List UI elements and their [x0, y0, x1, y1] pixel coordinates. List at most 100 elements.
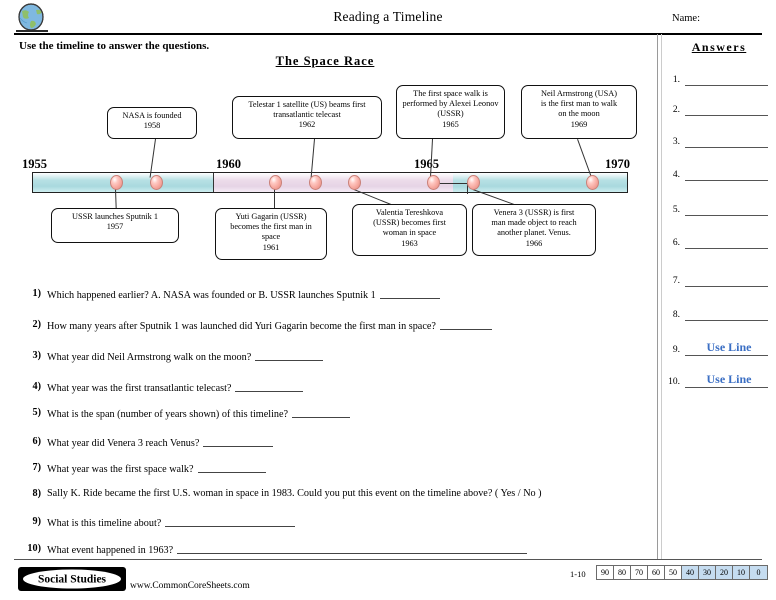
answer-line[interactable]	[685, 215, 768, 216]
timeline-marker-1962	[309, 175, 322, 190]
timeline-marker-1965	[427, 175, 440, 190]
timeline-marker-1966	[467, 175, 480, 190]
question-text-wrap: How many years after Sputnik 1 was launc…	[47, 319, 492, 332]
question-text: What year was the first space walk?	[47, 464, 194, 475]
answer-blank[interactable]	[177, 543, 528, 554]
leader-elbow-1965	[434, 183, 468, 184]
callout-line: (USSR) becomes first	[373, 218, 446, 228]
answer-blank[interactable]	[292, 407, 351, 418]
question-number: 9)	[32, 516, 42, 527]
answer-value: Use Line	[706, 340, 752, 354]
callout-line: another planet. Venus.	[497, 228, 571, 238]
globe-icon	[14, 3, 50, 33]
callout-line: 1957	[106, 222, 124, 232]
scale-cell: 20	[716, 566, 733, 579]
callout-line: USSR launches Sputnik 1	[72, 212, 158, 221]
answer-line[interactable]	[685, 320, 768, 321]
timeline-marker-1961	[269, 175, 282, 190]
question-number: 1)	[32, 288, 42, 299]
question-text-wrap: Which happened earlier? A. NASA was foun…	[47, 288, 440, 301]
name-label: Name:	[672, 13, 700, 24]
answer-row-2: 2.	[664, 101, 776, 119]
page-title: Reading a Timeline	[333, 9, 443, 24]
answer-blank[interactable]	[197, 462, 266, 473]
callout-line: Neil Armstrong (USA)	[540, 89, 618, 98]
callout-line: 1962	[298, 120, 316, 130]
question-number: 8)	[32, 488, 42, 499]
callout-line: 1966	[525, 238, 543, 248]
answer-blank[interactable]	[203, 436, 274, 447]
scale-label: 1-10	[570, 569, 586, 579]
answer-row-10: 10. Use Line	[664, 372, 776, 391]
scale-cell: 0	[750, 566, 767, 579]
answer-line[interactable]	[685, 85, 768, 86]
callout-line: woman in space	[382, 228, 437, 238]
timeline-marker-1963	[348, 175, 361, 190]
answer-blank[interactable]	[439, 319, 492, 330]
question-text-wrap: What year was the first space walk?	[47, 462, 266, 475]
scale-cell: 60	[648, 566, 665, 579]
answer-line[interactable]	[685, 248, 768, 249]
answer-row-9: 9. Use Line	[664, 340, 776, 359]
callout-line: 1961	[262, 242, 280, 252]
footer-divider	[14, 559, 762, 560]
answer-number: 10.	[668, 377, 680, 387]
site-url: www.CommonCoreSheets.com	[130, 581, 250, 591]
scale-cell: 40	[682, 566, 699, 579]
question-text: What year did Venera 3 reach Venus?	[47, 438, 200, 449]
question-text: What is the span (number of years shown)…	[47, 409, 289, 420]
question-text-wrap: What year did Neil Armstrong walk on the…	[47, 350, 324, 363]
answer-blank[interactable]	[379, 288, 440, 299]
answer-number: 4.	[672, 170, 680, 180]
answer-number: 6.	[672, 238, 680, 248]
question-text: What year did Neil Armstrong walk on the…	[47, 352, 252, 363]
answer-blank[interactable]	[165, 516, 296, 527]
scale-cell: 70	[631, 566, 648, 579]
question-text: Sally K. Ride became the first U.S. woma…	[47, 488, 542, 499]
callout-line: is the first man to walk	[540, 99, 618, 109]
timeline-year-1955: 1955	[22, 157, 47, 171]
answer-line[interactable]	[685, 286, 768, 287]
callout-line: NASA is founded	[122, 111, 182, 120]
question-text: What event happened in 1963?	[47, 545, 174, 556]
callout-line: (USSR)	[437, 109, 464, 119]
answer-number: 1.	[672, 75, 680, 85]
answer-line[interactable]	[685, 355, 768, 356]
answer-row-4: 4.	[664, 166, 776, 184]
answer-line[interactable]	[685, 147, 768, 148]
answer-line[interactable]	[685, 180, 768, 181]
answer-row-1: 1.	[664, 71, 776, 89]
scale-cell: 50	[665, 566, 682, 579]
callout-line: space	[261, 232, 281, 242]
timeline-title: The Space Race	[275, 54, 375, 68]
question-number: 7)	[32, 462, 42, 473]
answer-value: Use Line	[706, 372, 752, 386]
answer-line[interactable]	[685, 387, 768, 388]
callout-venera: Venera 3 (USSR) is first man made object…	[472, 204, 596, 256]
question-text: What is this timeline about?	[47, 518, 162, 529]
answer-blank[interactable]	[235, 381, 304, 392]
answer-number: 2.	[672, 105, 680, 115]
question-number: 6)	[32, 436, 42, 447]
callout-line: Telestar 1 satellite (US) beams first	[248, 100, 366, 109]
callout-line: Valentia Tereshkova	[375, 208, 444, 217]
callout-tereshkova: Valentia Tereshkova (USSR) becomes first…	[352, 204, 467, 256]
callout-telestar: Telestar 1 satellite (US) beams first tr…	[232, 96, 382, 139]
question-text-wrap: What is the span (number of years shown)…	[47, 407, 351, 420]
question-number: 10)	[27, 543, 41, 554]
question-text-wrap: Sally K. Ride became the first U.S. woma…	[47, 488, 542, 499]
callout-line: becomes the first man in	[230, 222, 312, 232]
answer-line[interactable]	[685, 115, 768, 116]
callout-space-walk: The first space walk is performed by Ale…	[396, 85, 505, 139]
question-number: 3)	[32, 350, 42, 361]
page-header: Reading a Timeline Name:	[0, 0, 776, 35]
answer-row-8: 8.	[664, 306, 776, 324]
subject-logo-text: Social Studies	[23, 569, 121, 589]
answer-blank[interactable]	[255, 350, 324, 361]
timeline-marker-1957	[110, 175, 123, 190]
answer-number: 9.	[672, 345, 680, 355]
answer-row-3: 3.	[664, 133, 776, 151]
question-text-wrap: What event happened in 1963?	[47, 543, 528, 556]
answer-row-5: 5.	[664, 201, 776, 219]
question-text: What year was the first transatlantic te…	[47, 383, 232, 394]
